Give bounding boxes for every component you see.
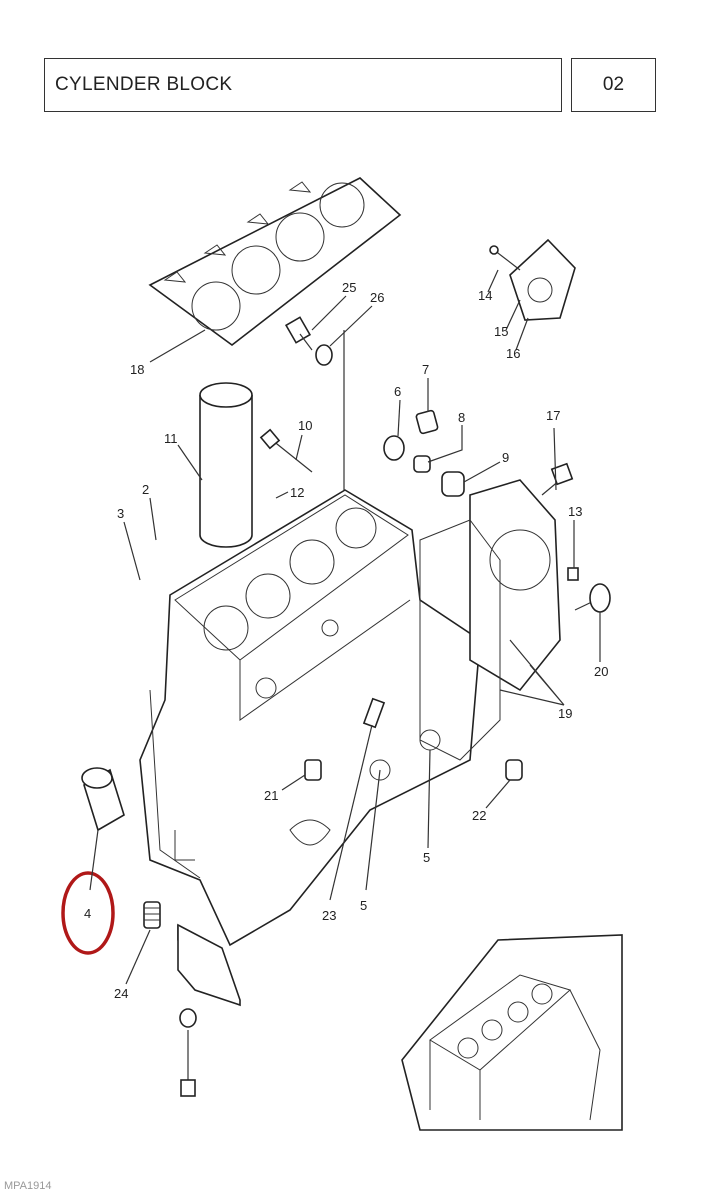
page-number: 02 bbox=[602, 74, 625, 95]
footer-code: MPA1914 bbox=[4, 1180, 52, 1192]
callout-5-lower: 5 bbox=[360, 898, 367, 913]
callout-7: 7 bbox=[422, 362, 429, 377]
callout-3: 3 bbox=[117, 506, 124, 521]
callout-23: 23 bbox=[322, 908, 336, 923]
plug-8 bbox=[413, 455, 431, 473]
pin-13 bbox=[567, 567, 579, 581]
plug-bolt bbox=[284, 316, 313, 351]
cylinder-liner bbox=[199, 382, 253, 548]
highlight-circle bbox=[61, 871, 115, 955]
callout-4: 4 bbox=[84, 906, 91, 921]
bolt-17 bbox=[541, 462, 574, 496]
callout-9: 9 bbox=[502, 450, 509, 465]
cap-bolt bbox=[179, 1008, 197, 1097]
callout-25: 25 bbox=[342, 280, 356, 295]
callout-12: 12 bbox=[290, 485, 304, 500]
washer-6 bbox=[383, 435, 405, 461]
callout-19: 19 bbox=[558, 706, 572, 721]
page-title: CYLENDER BLOCK bbox=[55, 74, 233, 95]
rear-gasket bbox=[419, 479, 561, 761]
title-box: CYLENDER BLOCK bbox=[44, 58, 562, 112]
stud-23 bbox=[362, 697, 386, 729]
callout-5-upper: 5 bbox=[423, 850, 430, 865]
plug-7 bbox=[415, 409, 439, 435]
callout-18: 18 bbox=[130, 362, 144, 377]
callout-6: 6 bbox=[394, 384, 401, 399]
callout-11: 11 bbox=[164, 431, 178, 446]
washer bbox=[315, 344, 333, 366]
callout-22: 22 bbox=[472, 808, 486, 823]
callout-8: 8 bbox=[458, 410, 465, 425]
callout-21: 21 bbox=[264, 788, 278, 803]
callout-26: 26 bbox=[370, 290, 384, 305]
plug-21 bbox=[304, 759, 322, 781]
callout-2: 2 bbox=[142, 482, 149, 497]
spring-24 bbox=[143, 901, 161, 929]
callout-10: 10 bbox=[298, 418, 312, 433]
callout-13: 13 bbox=[568, 504, 582, 519]
page-number-box: 02 bbox=[571, 58, 656, 112]
inset-block-view bbox=[401, 934, 623, 1131]
plug-22 bbox=[505, 759, 523, 781]
callout-17: 17 bbox=[546, 408, 560, 423]
bushing bbox=[81, 767, 125, 832]
callout-16: 16 bbox=[506, 346, 520, 361]
leader-lines bbox=[89, 269, 601, 985]
callout-24: 24 bbox=[114, 986, 128, 1001]
head-gasket bbox=[148, 177, 402, 347]
cylinder-block bbox=[139, 489, 481, 947]
pump-cover bbox=[489, 238, 576, 321]
bolt-10 bbox=[259, 428, 313, 473]
callout-20: 20 bbox=[594, 664, 608, 679]
bearing-cap bbox=[177, 923, 241, 1007]
callout-14: 14 bbox=[478, 288, 492, 303]
bolt-20 bbox=[574, 583, 611, 613]
plug-9 bbox=[441, 471, 465, 497]
callout-15: 15 bbox=[494, 324, 508, 339]
